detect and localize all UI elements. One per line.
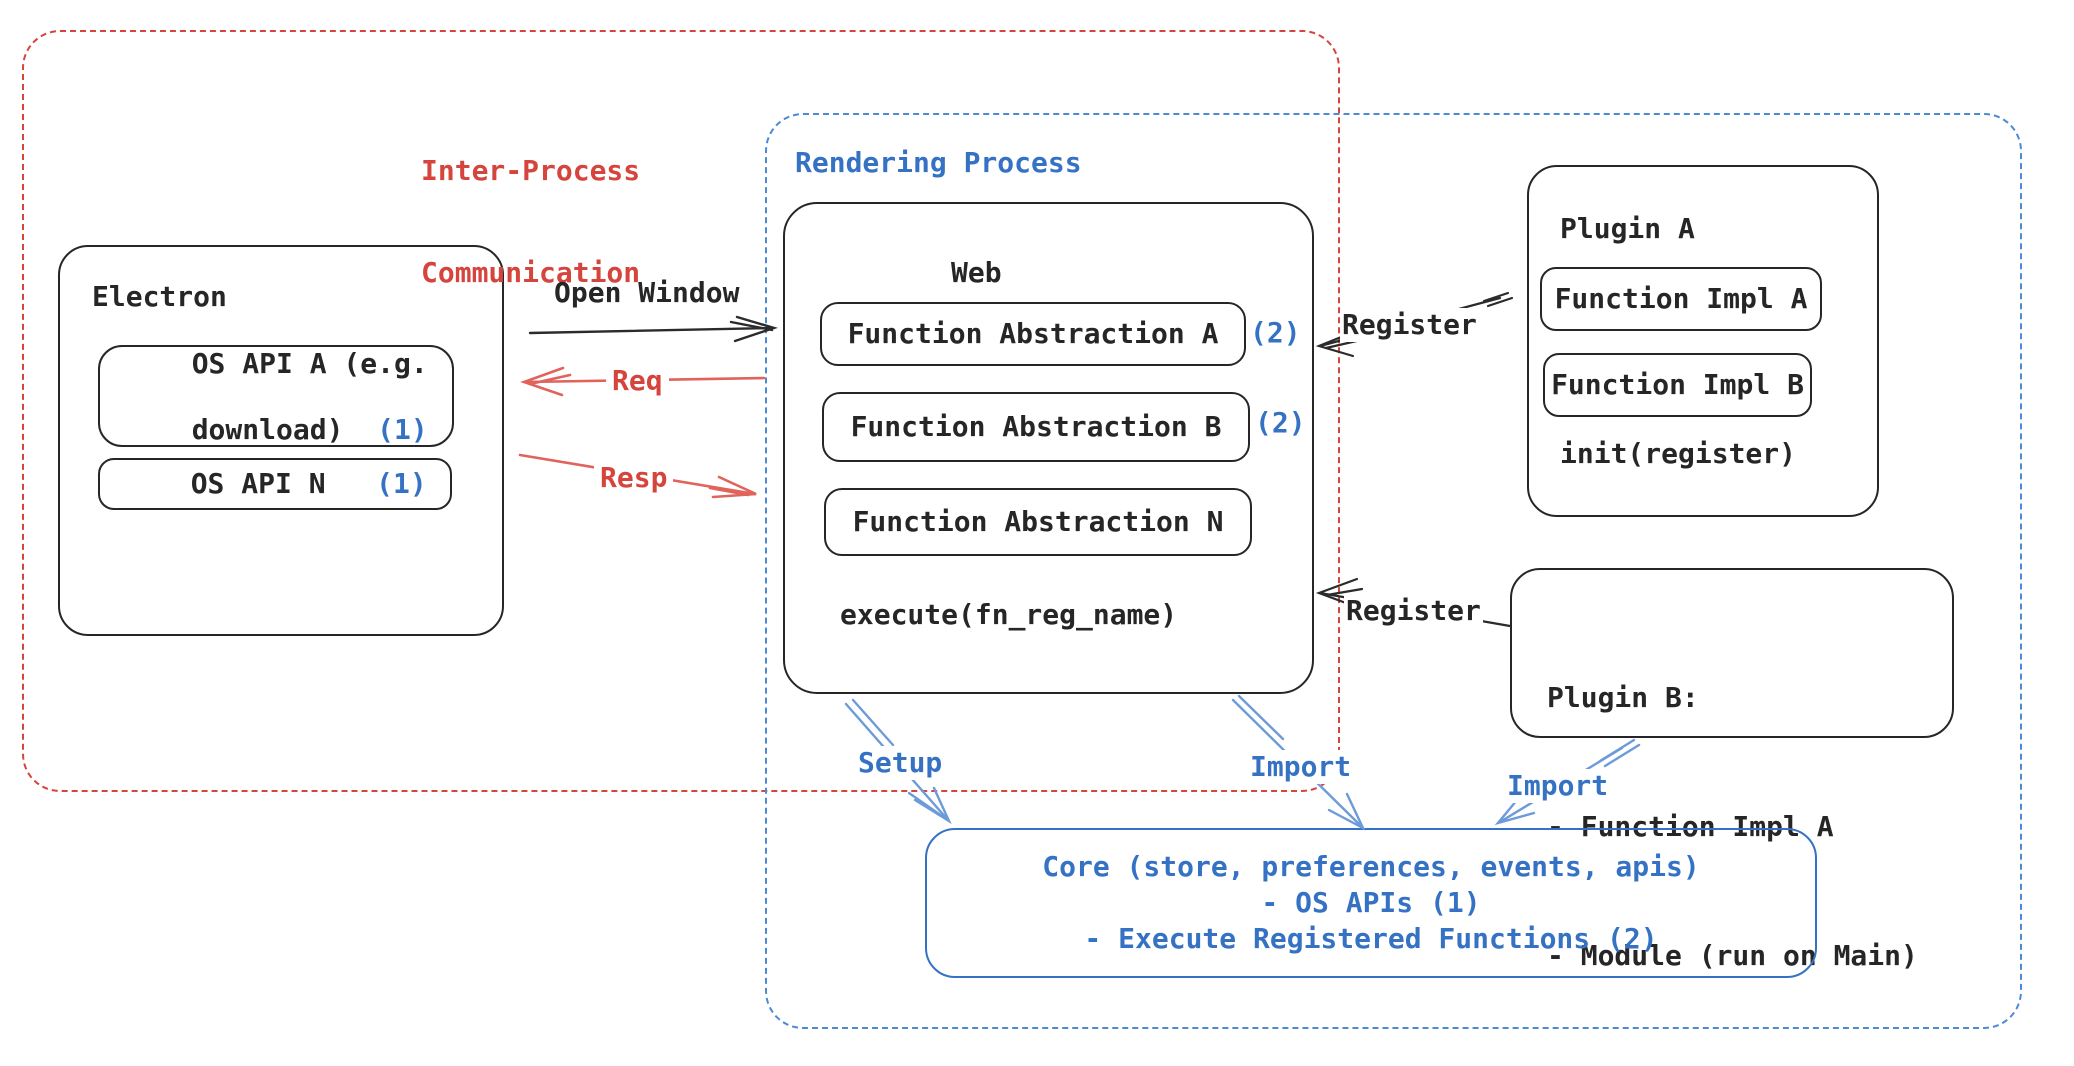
ipc-label-line1: Inter-Process <box>421 154 641 187</box>
function-abstraction-a-label: Function Abstraction A <box>847 317 1219 350</box>
function-abstraction-n-label: Function Abstraction N <box>852 505 1224 538</box>
core-box: Core (store, preferences, events, apis) … <box>925 828 1817 978</box>
plugin-b-text: Plugin B: - Function Impl A - Module (ru… <box>1547 590 1918 1063</box>
register-bottom-label: Register <box>1344 594 1483 628</box>
function-abstraction-b-label: Function Abstraction B <box>850 410 1222 443</box>
os-api-n-badge: (1) <box>376 467 427 500</box>
function-impl-b-box: Function Impl B <box>1543 353 1812 417</box>
function-abstraction-a-box: Function Abstraction A <box>820 302 1246 366</box>
ipc-label-line2: Communication <box>421 256 641 289</box>
web-box <box>783 202 1314 694</box>
rendering-process-label: Rendering Process <box>795 146 1082 179</box>
plugin-a-title: Plugin A <box>1560 212 1695 245</box>
function-abstraction-n-box: Function Abstraction N <box>824 488 1252 556</box>
os-api-a-box: OS API A (e.g. download) (1) <box>98 345 454 447</box>
execute-label: execute(fn_reg_name) <box>840 598 1178 631</box>
plugin-a-box <box>1527 165 1879 517</box>
electron-title: Electron <box>92 280 227 313</box>
os-api-n-text: OS API N <box>190 467 326 500</box>
os-api-n-box: OS API N (1) <box>98 458 452 510</box>
function-impl-a-label: Function Impl A <box>1554 282 1808 315</box>
req-label: Req <box>606 364 669 398</box>
plugin-b-line1: Plugin B: <box>1547 681 1699 714</box>
rendering-process-group-outline <box>765 113 2022 1029</box>
function-impl-b-label: Function Impl B <box>1551 368 1804 401</box>
os-api-a-badge: (1) <box>377 412 428 446</box>
web-title: Web <box>951 256 1002 289</box>
register-top-label: Register <box>1340 308 1479 342</box>
os-api-a-line2: download) <box>191 412 344 446</box>
setup-label: Setup <box>852 746 949 780</box>
core-line3: - Execute Registered Functions (2) <box>1084 922 1658 955</box>
electron-box <box>58 245 504 636</box>
import-right-label: Import <box>1501 769 1615 803</box>
os-api-a-line1: OS API A (e.g. <box>191 346 428 380</box>
function-abstraction-b-box: Function Abstraction B <box>822 392 1250 462</box>
init-register-label: init(register) <box>1560 437 1797 470</box>
core-line1: Core (store, preferences, events, apis) <box>1042 850 1700 883</box>
plugin-b-box: Plugin B: - Function Impl A - Module (ru… <box>1510 568 1954 972</box>
core-line2: - OS APIs (1) <box>1261 886 1481 919</box>
function-abstraction-b-badge: (2) <box>1255 406 1306 439</box>
function-abstraction-a-badge: (2) <box>1250 316 1301 349</box>
ipc-group-outline <box>22 30 1340 792</box>
open-window-label: Open Window <box>554 276 740 309</box>
os-api-n-label: OS API N (1) <box>123 433 427 535</box>
resp-label: Resp <box>594 461 674 495</box>
os-api-a-label: OS API A (e.g. download) (1) <box>124 314 428 479</box>
ipc-group-label: Inter-Process Communication <box>421 86 640 324</box>
import-mid-label: Import <box>1244 750 1358 784</box>
function-impl-a-box: Function Impl A <box>1540 267 1822 331</box>
